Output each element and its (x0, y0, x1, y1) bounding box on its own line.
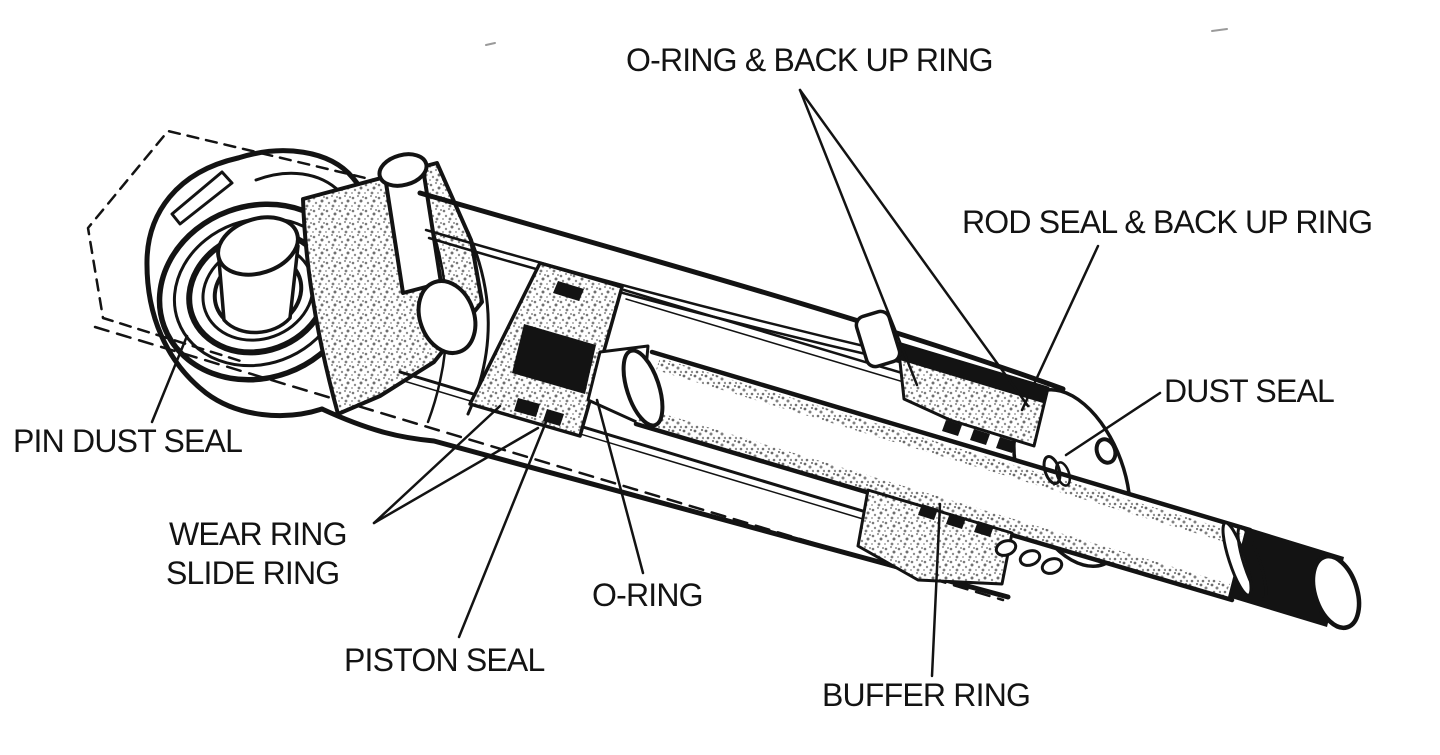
seal-loop-2 (1018, 549, 1042, 567)
leader-o-ring (595, 398, 645, 575)
leader-lines (150, 88, 1162, 678)
piston-assembly (468, 261, 624, 438)
rod-shading-bottom (638, 408, 1230, 598)
seal-loop-3 (1040, 557, 1064, 575)
label-buffer-ring: BUFFER RING (822, 677, 1031, 713)
dust-seal-lip-arc-2 (1054, 461, 1072, 487)
leader-pin-dust-seal (150, 334, 189, 424)
leader-piston-seal (457, 420, 548, 639)
rod-shading-top (656, 358, 1242, 546)
clevis-hook-inner-line (254, 171, 342, 194)
piston-seal-band (512, 324, 596, 394)
head-disc-hole (1094, 437, 1118, 465)
leader-wear-ring (372, 404, 502, 525)
label-pin-dust-seal: PIN DUST SEAL (13, 423, 243, 459)
slide-ring-groove-bottom (543, 409, 564, 426)
leader-o-ring-backup-2 (798, 88, 1030, 408)
clevis-outer-silhouette (144, 155, 325, 419)
eye-pin-top-face (216, 215, 300, 277)
leader-o-ring-backup-1 (798, 88, 919, 387)
cap-end-block (301, 152, 490, 424)
thread-relief-groove-2 (1236, 525, 1268, 601)
barrel-top-inner-edge-2 (427, 236, 902, 364)
label-o-ring: O-RING (592, 577, 704, 613)
leader-rod-seal-backup (1020, 244, 1100, 412)
barrel-bottom-silhouette (319, 406, 1011, 600)
small-angled-pin (170, 170, 234, 226)
seal-loop-1 (994, 539, 1018, 557)
leader-dust-seal (1064, 391, 1162, 457)
label-o-ring-backup: O-RING & BACK UP RING (626, 42, 993, 78)
buffer-ring-groove-1 (918, 504, 938, 520)
buffer-ring-groove-2 (946, 513, 966, 529)
scan-speck (485, 42, 496, 46)
rod-body-fill (636, 352, 1250, 600)
leader-buffer-ring (930, 502, 942, 678)
rod-top-edge (649, 349, 1253, 533)
leader-slide-ring (372, 426, 540, 525)
wear-ring-groove-top (553, 281, 584, 301)
gland-top-edge-band (893, 343, 1048, 403)
barrel-top-outer-edge (417, 190, 1066, 392)
rod-head-gland (854, 309, 1118, 586)
rod-seal-groove-2 (970, 429, 990, 445)
rod-seal-groove-3 (996, 437, 1016, 453)
scan-speck (1211, 28, 1228, 32)
dust-seal-lip-arc-1 (1042, 455, 1062, 485)
label-wear-ring: WEAR RING (169, 516, 348, 552)
thread-relief-groove-1 (1221, 521, 1253, 597)
clevis-pin-foot (416, 279, 478, 355)
rod-butt-face (621, 348, 665, 428)
buffer-ring-groove-3 (974, 521, 994, 537)
barrel-top-inner-edge-1 (424, 228, 904, 357)
label-dust-seal: DUST SEAL (1164, 373, 1335, 409)
rod-seal-groove-1 (942, 420, 962, 436)
label-piston-seal: PISTON SEAL (344, 642, 545, 678)
label-rod-seal-backup: ROD SEAL & BACK UP RING (962, 204, 1373, 240)
phantom-plate-outline (86, 129, 422, 365)
wear-ring-groove-bottom (514, 398, 540, 417)
rod-end-face (1310, 553, 1362, 631)
clevis-pin-cap (377, 152, 429, 188)
barrel-port-boss (854, 309, 902, 369)
label-slide-ring: SLIDE RING (166, 555, 340, 591)
piston-rod (586, 344, 1362, 631)
scan-specks (485, 28, 1228, 46)
